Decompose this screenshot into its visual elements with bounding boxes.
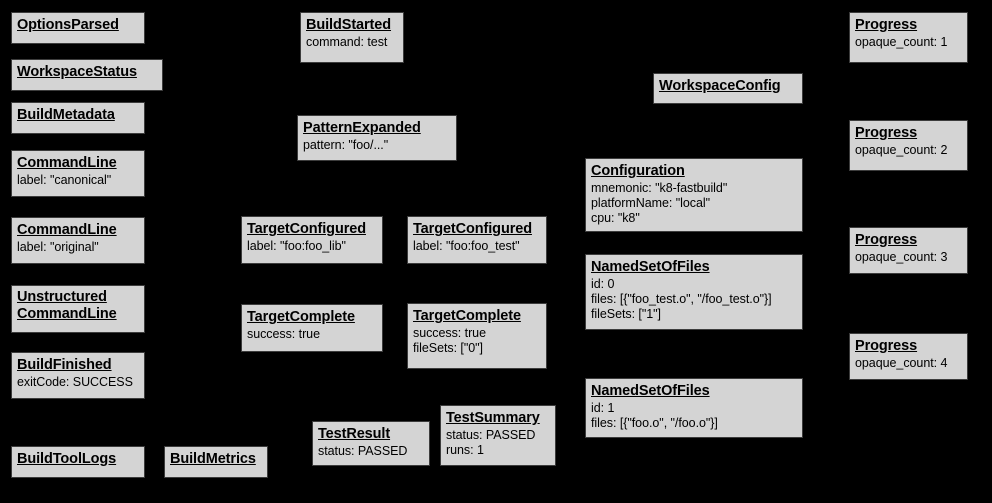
node-fields: mnemonic: "k8-fastbuild"platformName: "l… [591,181,797,226]
node-progress-4[interactable]: Progress opaque_count: 4 [849,333,968,380]
node-fields: success: true [247,327,377,342]
node-field: id: 1 [591,401,615,415]
node-field: success: true [413,326,486,340]
node-workspace-status[interactable]: WorkspaceStatus [11,59,163,91]
node-build-tool-logs[interactable]: BuildToolLogs [11,446,145,478]
node-field: pattern: "foo/..." [303,138,389,152]
node-title: Progress [855,338,918,354]
node-pattern-expanded[interactable]: PatternExpanded pattern: "foo/..." [297,115,457,161]
node-fields: pattern: "foo/..." [303,138,451,153]
node-command-line-canonical[interactable]: CommandLine label: "canonical" [11,150,145,197]
node-target-complete-lib[interactable]: TargetComplete success: true [241,304,383,352]
node-title: BuildToolLogs [17,451,117,467]
node-title: Progress [855,232,918,248]
node-title: WorkspaceStatus [17,64,137,80]
node-fields: opaque_count: 1 [855,35,962,50]
node-fields: opaque_count: 2 [855,143,962,158]
node-field: cpu: "k8" [591,211,640,225]
node-title: Unstructured CommandLine [17,289,117,322]
node-field: opaque_count: 1 [855,35,948,49]
node-title: NamedSetOfFiles [591,259,710,275]
node-field: files: [{"foo_test.o", "/foo_test.o"}] [591,292,772,306]
node-build-metrics[interactable]: BuildMetrics [164,446,268,478]
node-title: BuildMetrics [170,451,256,467]
node-workspace-config[interactable]: WorkspaceConfig [653,73,803,104]
node-field: runs: 1 [446,443,484,457]
node-title: BuildStarted [306,17,392,33]
node-build-finished[interactable]: BuildFinished exitCode: SUCCESS [11,352,145,399]
node-fields: exitCode: SUCCESS [17,375,139,390]
node-title: Progress [855,17,918,33]
node-options-parsed[interactable]: OptionsParsed [11,12,145,44]
node-fields: opaque_count: 3 [855,250,962,265]
node-field: status: PASSED [318,444,408,458]
node-fields: opaque_count: 4 [855,356,962,371]
node-field: files: [{"foo.o", "/foo.o"}] [591,416,718,430]
node-title: WorkspaceConfig [659,78,781,94]
node-progress-3[interactable]: Progress opaque_count: 3 [849,227,968,274]
node-field: success: true [247,327,320,341]
node-field: exitCode: SUCCESS [17,375,133,389]
node-title: TargetComplete [413,308,521,324]
node-title: PatternExpanded [303,120,421,136]
node-field: opaque_count: 2 [855,143,948,157]
node-fields: label: "canonical" [17,173,139,188]
node-title: BuildFinished [17,357,112,373]
node-title: OptionsParsed [17,17,119,33]
node-unstructured-command-line[interactable]: Unstructured CommandLine [11,285,145,333]
node-title: CommandLine [17,222,117,238]
node-fields: label: "foo:foo_test" [413,239,541,254]
node-test-result[interactable]: TestResult status: PASSED [312,421,430,466]
node-field: opaque_count: 4 [855,356,948,370]
node-field: status: PASSED [446,428,536,442]
node-progress-2[interactable]: Progress opaque_count: 2 [849,120,968,171]
node-field: command: test [306,35,388,49]
node-field: fileSets: ["1"] [591,307,661,321]
node-title: TargetComplete [247,309,355,325]
node-build-metadata[interactable]: BuildMetadata [11,102,145,134]
node-fields: label: "foo:foo_lib" [247,239,377,254]
node-fields: label: "original" [17,240,139,255]
node-progress-1[interactable]: Progress opaque_count: 1 [849,12,968,63]
node-field: fileSets: ["0"] [413,341,483,355]
node-title: TestSummary [446,410,540,426]
node-target-configured-foo-test[interactable]: TargetConfigured label: "foo:foo_test" [407,216,547,264]
node-title: BuildMetadata [17,107,115,123]
node-build-started[interactable]: BuildStarted command: test [300,12,404,63]
node-field: label: "original" [17,240,99,254]
node-command-line-original[interactable]: CommandLine label: "original" [11,217,145,264]
node-title: Configuration [591,163,685,179]
node-field: label: "foo:foo_test" [413,239,520,253]
node-target-configured-foo-lib[interactable]: TargetConfigured label: "foo:foo_lib" [241,216,383,264]
node-title: TargetConfigured [413,221,532,237]
node-fields: command: test [306,35,398,50]
node-field: mnemonic: "k8-fastbuild" [591,181,728,195]
node-field: label: "foo:foo_lib" [247,239,346,253]
node-field: id: 0 [591,277,615,291]
node-fields: status: PASSED [318,444,424,459]
node-title: Progress [855,125,918,141]
node-field: platformName: "local" [591,196,710,210]
node-title: CommandLine [17,155,117,171]
node-field: label: "canonical" [17,173,112,187]
node-configuration[interactable]: Configuration mnemonic: "k8-fastbuild"pla… [585,158,803,232]
node-title: NamedSetOfFiles [591,383,710,399]
node-title: TargetConfigured [247,221,366,237]
node-title: TestResult [318,426,391,442]
node-field: opaque_count: 3 [855,250,948,264]
